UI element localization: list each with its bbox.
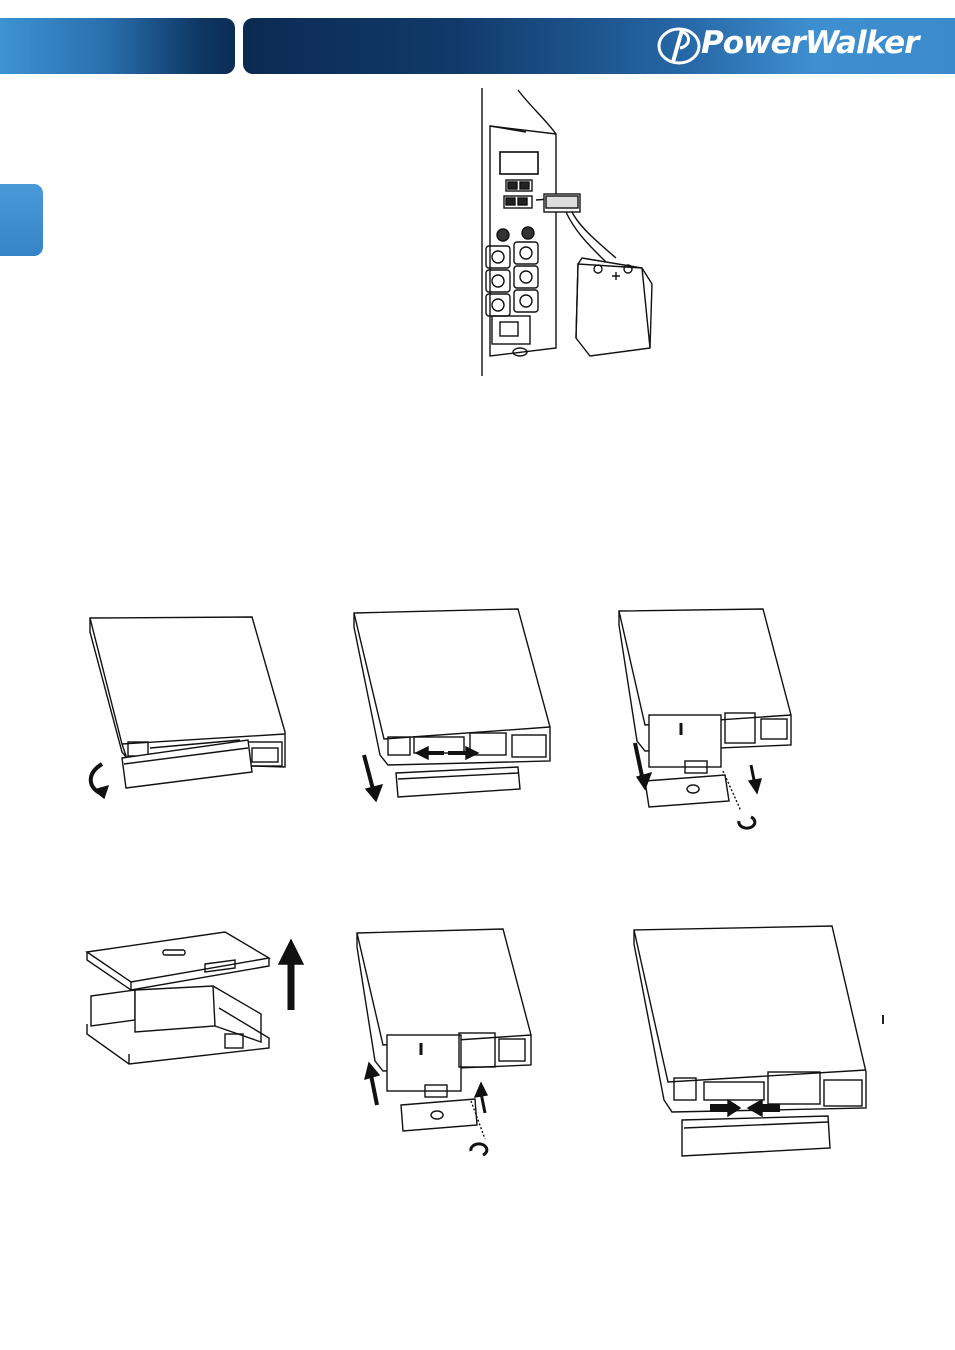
ups-tower-external-battery-illustration (470, 88, 670, 378)
header-left-bar (0, 18, 235, 74)
step-6-figure (628, 922, 873, 1162)
step-5-figure (355, 925, 535, 1160)
step-1-figure (80, 612, 290, 802)
logo-swoosh-icon (655, 22, 703, 70)
margin-mark (882, 1015, 884, 1024)
disconnect-battery-cable-illustration (350, 605, 560, 810)
remove-front-panel-illustration (80, 612, 290, 802)
step-4-figure (85, 928, 305, 1073)
replace-battery-pack-illustration (85, 928, 305, 1073)
brand-logo: PowerWalker (655, 22, 955, 70)
remove-battery-bracket-illustration (615, 605, 800, 835)
section-tab (0, 184, 43, 256)
reattach-front-panel-illustration (628, 922, 873, 1162)
battery-connection-figure (470, 88, 670, 378)
reinstall-battery-bracket-illustration (355, 925, 535, 1160)
step-2-figure (350, 605, 560, 810)
brand-name: PowerWalker (701, 25, 918, 61)
step-3-figure (615, 605, 800, 835)
